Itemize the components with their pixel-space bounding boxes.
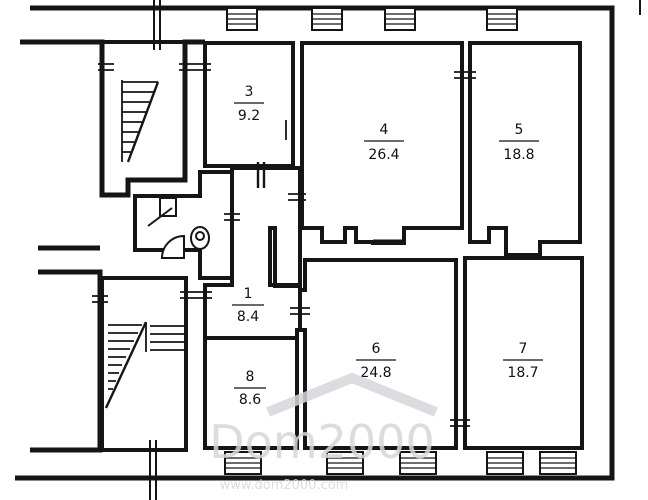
- room-labels: 3 9.2 4 26.4 5 18.8 1 8.4 6 24.8 7 18.7 …: [232, 84, 543, 408]
- door-marks: [92, 63, 476, 427]
- room-4-outline: [300, 41, 464, 245]
- room-3-area: 9.2: [238, 108, 260, 124]
- staircase-lower: [104, 321, 186, 409]
- hall-outline: [203, 166, 302, 340]
- room-3-number: 3: [245, 84, 254, 100]
- utility-lines: [149, 0, 641, 500]
- room-8-area: 8.6: [239, 392, 261, 408]
- room-4-area: 26.4: [368, 147, 399, 163]
- room-1-number: 1: [244, 286, 253, 302]
- bathroom-fixtures: [147, 197, 210, 259]
- room-7-number: 7: [519, 341, 528, 357]
- room-6-area: 24.8: [360, 365, 391, 381]
- room-3-outline: [203, 41, 295, 168]
- bottom-windows: [224, 451, 577, 475]
- room-8-number: 8: [246, 369, 255, 385]
- watermark-roof-icon: [266, 373, 438, 417]
- room-4-number: 4: [380, 122, 389, 138]
- room-5-number: 5: [515, 122, 524, 138]
- door-arc: [160, 234, 185, 259]
- top-windows: [226, 7, 518, 31]
- stair-1-outline: [100, 40, 187, 197]
- room-8-outline: [203, 336, 299, 450]
- room-5-area: 18.8: [503, 147, 534, 163]
- room-7-area: 18.7: [507, 365, 538, 381]
- room-6-number: 6: [372, 341, 381, 357]
- watermark-brand: Dom2000: [209, 415, 434, 469]
- stair-2-outline: [100, 276, 188, 452]
- room-7-outline: [463, 256, 584, 450]
- room-5-outline: [468, 41, 582, 257]
- room-1-area: 8.4: [237, 309, 259, 325]
- staircase-upper: [121, 80, 160, 163]
- toilet-tank: [159, 197, 177, 217]
- watermark: Dom2000 www.dom2000.com: [209, 373, 438, 493]
- watermark-url: www.dom2000.com: [220, 478, 349, 493]
